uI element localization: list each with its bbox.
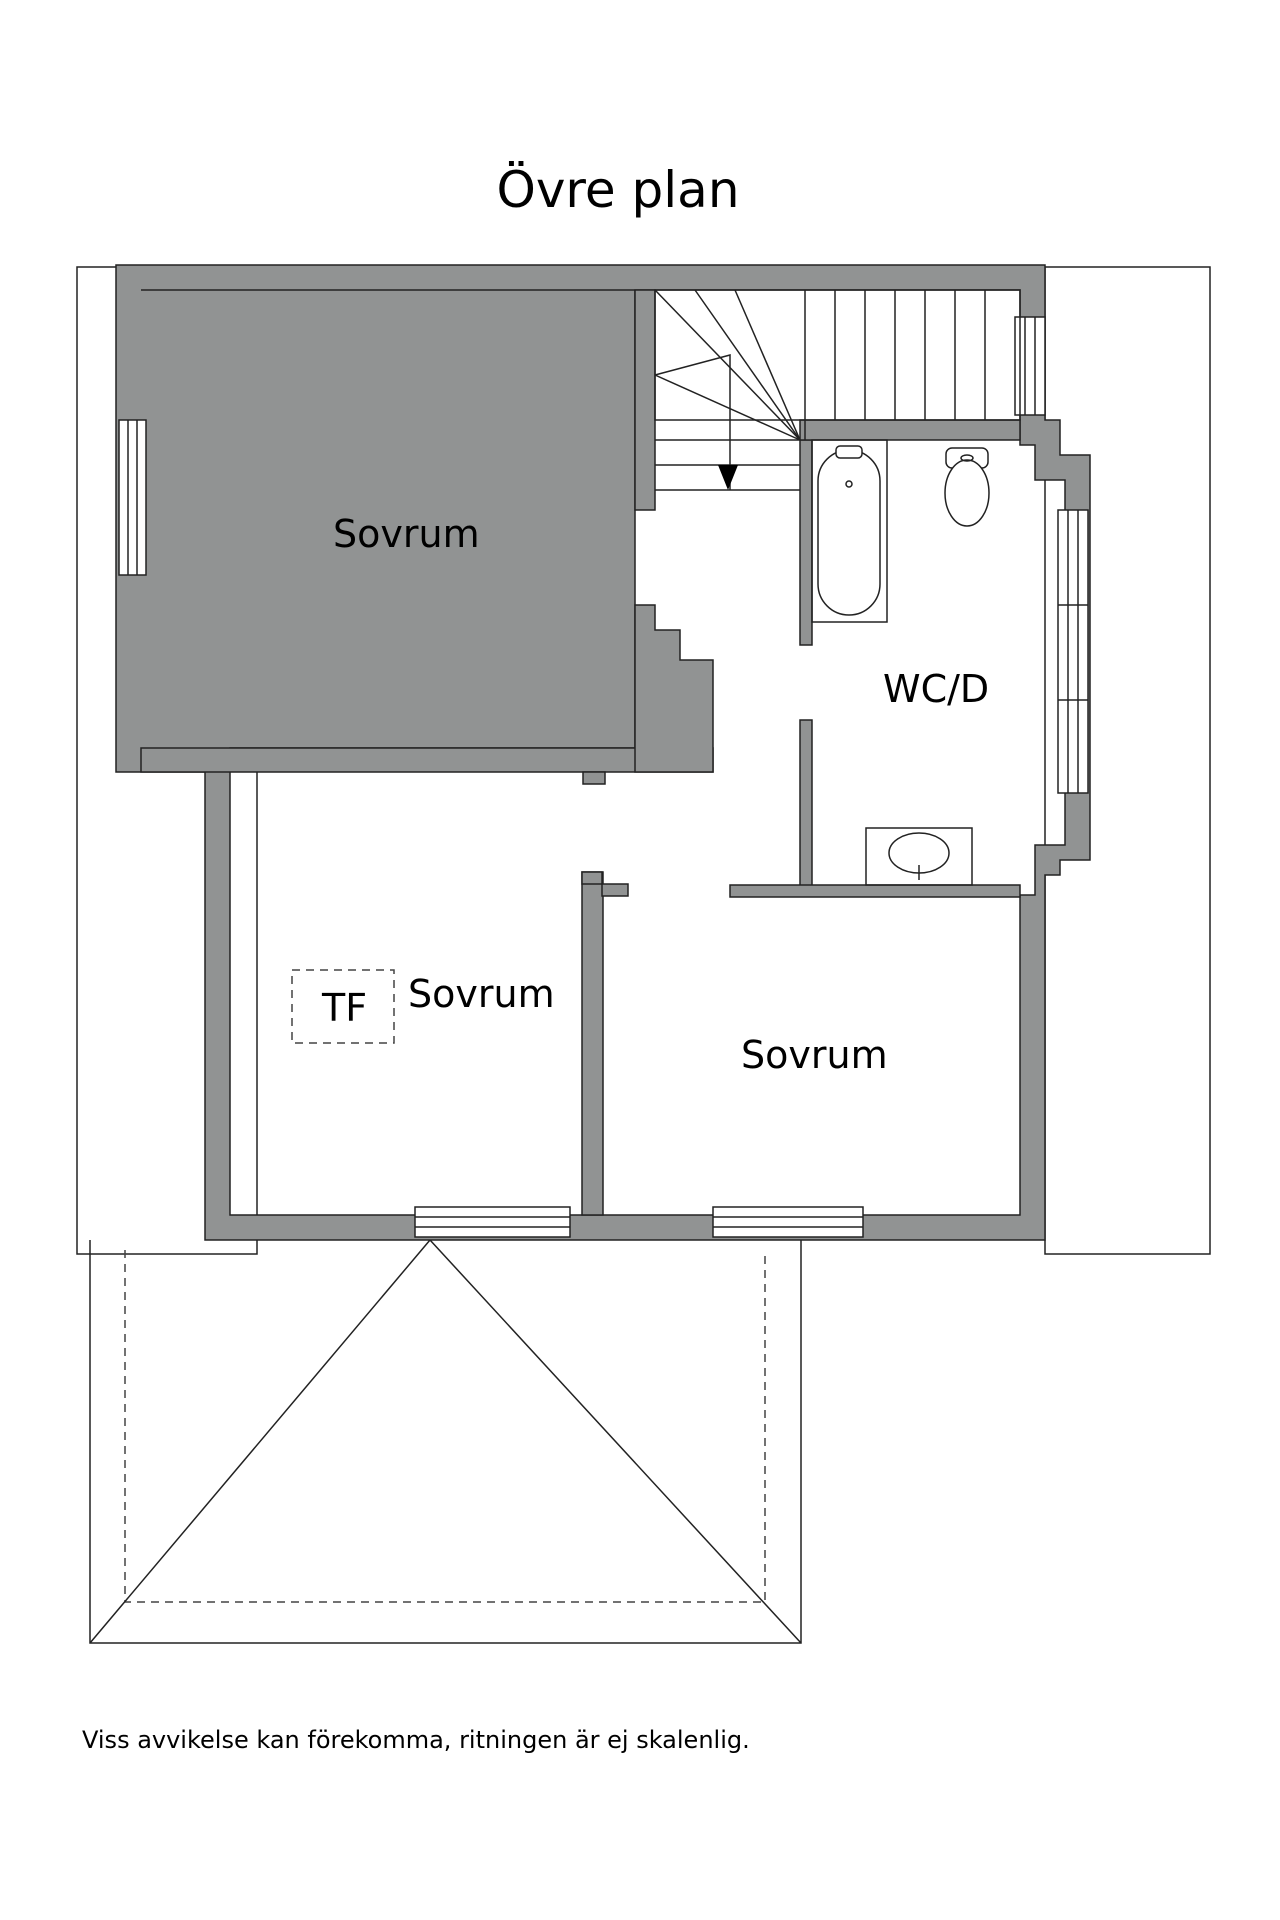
room-label-sovrum-top: Sovrum	[333, 512, 480, 556]
disclaimer: Viss avvikelse kan förekomma, ritningen …	[82, 1726, 750, 1754]
bathtub	[811, 439, 888, 623]
wall-divider-stub	[601, 883, 629, 897]
toilet	[944, 447, 990, 527]
wall-bedroom-top-bottom	[140, 747, 714, 773]
stair-arrow-icon	[718, 465, 738, 490]
wall-stair-left	[634, 289, 656, 511]
chimney-block	[634, 604, 714, 773]
wall-bedrooms-divider	[581, 871, 604, 1216]
window-bottom-right	[712, 1206, 864, 1238]
staircase	[654, 289, 1021, 491]
plan-title: Övre plan	[496, 161, 740, 219]
tf-label: TF	[321, 986, 367, 1030]
wall-bath-bottom	[729, 884, 1021, 898]
room-label-sovrum-right: Sovrum	[741, 1033, 888, 1077]
window-bath	[1057, 509, 1089, 794]
room-label-sovrum-left: Sovrum	[408, 972, 555, 1016]
wall-bath-left-upper	[799, 439, 813, 646]
room-label-wc: WC/D	[883, 667, 989, 711]
tf-hatch	[291, 969, 395, 1044]
window-left	[118, 419, 147, 576]
wall-bath-left-lower	[799, 719, 813, 896]
wall-stub	[582, 771, 606, 785]
window-bottom-left	[414, 1206, 571, 1238]
porch-roof	[89, 1239, 802, 1644]
wall-divider-cap	[581, 871, 603, 885]
sink	[865, 827, 973, 886]
wall-stair-bottom	[799, 419, 1021, 441]
